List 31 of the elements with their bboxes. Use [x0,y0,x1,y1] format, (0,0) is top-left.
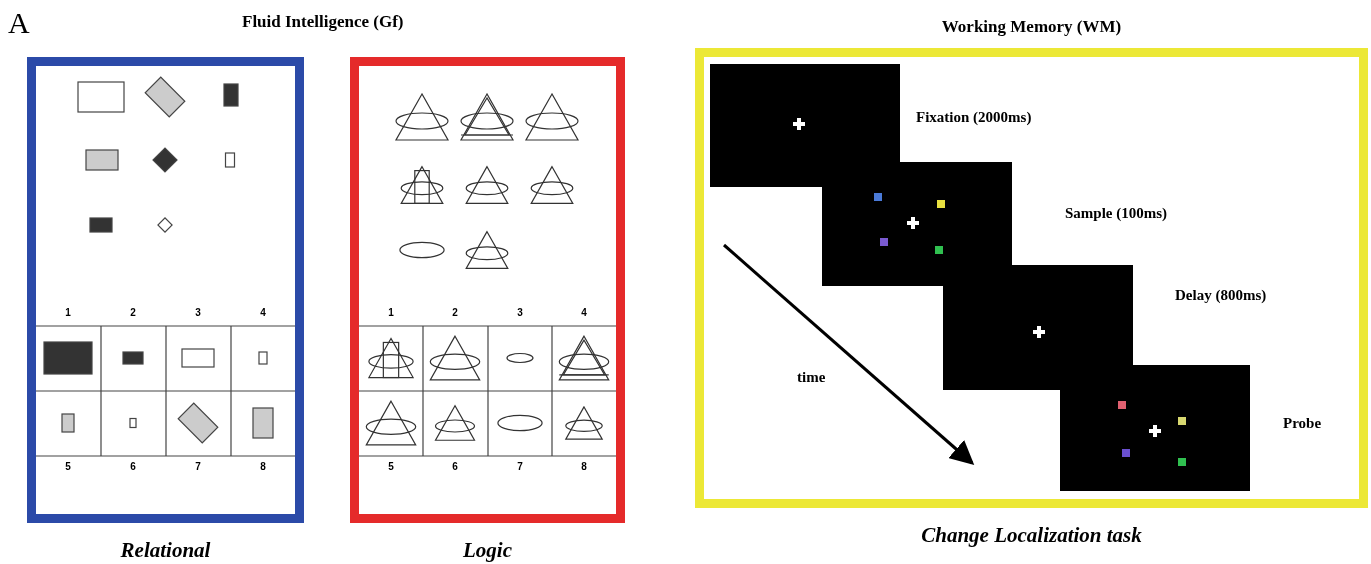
option-number: 3 [516,307,524,319]
option-number: 1 [387,307,395,319]
option-number: 8 [259,461,267,473]
phase-label: Probe [1283,415,1322,432]
option-number: 2 [451,307,459,319]
stimulus-screen [1060,365,1250,491]
axis-label: time [797,369,826,386]
stimulus-screen [710,64,900,187]
option-number: 2 [129,307,137,319]
option-number: 7 [516,461,524,473]
phase-label: Delay (800ms) [1175,287,1267,304]
panel-caption: Relational [119,538,212,563]
phase-label: Fixation (2000ms) [916,109,1032,126]
option-number: 4 [580,307,588,319]
panel-caption: Change Localization task [920,523,1143,548]
option-number: 1 [64,307,72,319]
section-heading: Working Memory (WM) [941,17,1122,37]
option-number: 5 [387,461,395,473]
option-number: 3 [194,307,202,319]
option-number: 6 [451,461,459,473]
option-number: 5 [64,461,72,473]
phase-label: Sample (100ms) [1065,205,1168,222]
stimulus-screen [822,162,1012,286]
option-number: 8 [580,461,588,473]
panel-caption: Logic [462,538,513,563]
option-number: 4 [259,307,267,319]
panel-letter: A [8,6,30,40]
option-number: 7 [194,461,202,473]
section-heading: Fluid Intelligence (Gf) [242,12,404,32]
stimulus-screen [943,265,1133,390]
option-number: 6 [129,461,137,473]
